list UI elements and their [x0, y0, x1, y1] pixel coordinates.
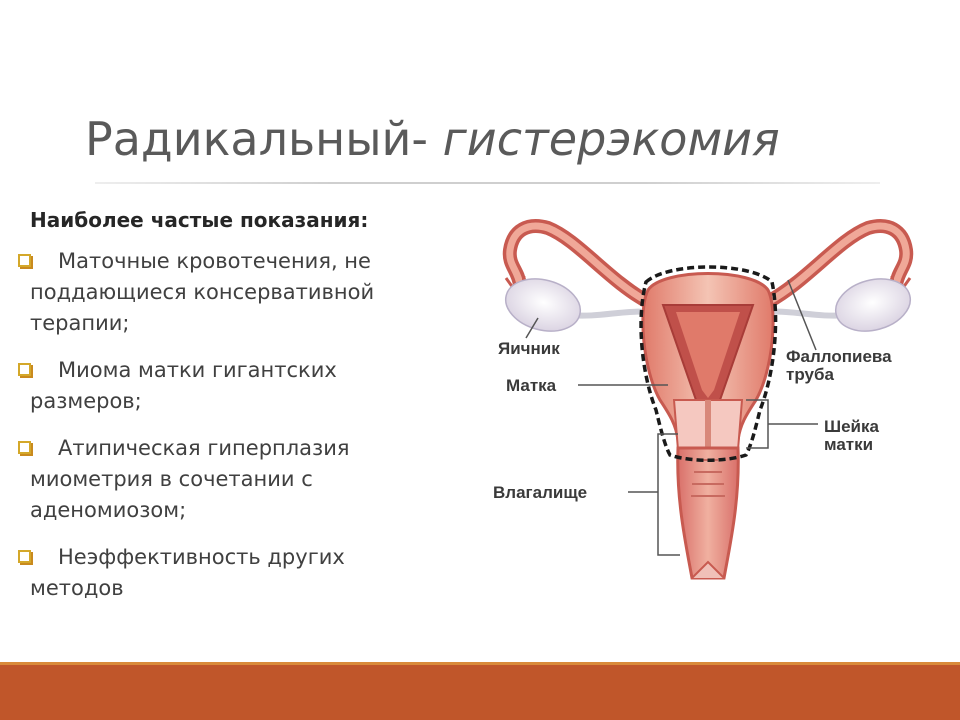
list-item-line1: Маточные кровотечения, не	[58, 249, 371, 273]
title-italic: гистерэкомия	[442, 112, 780, 166]
label-uterus: Матка	[506, 376, 557, 395]
label-ovary: Яичник	[498, 339, 560, 358]
title-normal: Радикальный-	[85, 112, 443, 166]
footer-accent-line	[0, 662, 960, 665]
label-tube-line2: труба	[786, 365, 834, 384]
removal-outline	[639, 265, 778, 462]
checkbox-square-icon	[18, 254, 31, 267]
list-item: Миома матки гигантских размеров;	[18, 355, 468, 417]
list-item-rest: поддающиеся консервативной терапии;	[30, 280, 375, 335]
footer-bar	[0, 665, 960, 720]
label-tube-line1: Фаллопиева	[786, 347, 892, 366]
checkbox-square-icon	[18, 550, 31, 563]
list-item-line1: Атипическая гиперплазия	[58, 436, 350, 460]
label-cervix-line1: Шейка	[824, 417, 879, 436]
ovary-right	[834, 278, 912, 332]
label-vagina: Влагалище	[493, 483, 587, 502]
checkbox-square-icon	[18, 363, 31, 376]
list-item-rest: методов	[30, 576, 124, 600]
label-cervix-line2: матки	[824, 435, 873, 454]
list-item: Маточные кровотечения, не поддающиеся ко…	[18, 246, 468, 339]
slide-title: Радикальный- гистерэкомия	[85, 112, 885, 182]
list-item-rest: размеров;	[30, 389, 142, 413]
checkbox-square-icon	[18, 441, 31, 454]
list-item-line1: Неэффективность других	[58, 545, 345, 569]
list-heading: Наиболее частые показания:	[30, 208, 369, 232]
uterus-anatomy-diagram: Яичник Матка Влагалище Фаллопиева труба …	[493, 219, 914, 580]
list-item: Атипическая гиперплазия миометрия в соче…	[18, 433, 468, 526]
title-underline	[95, 182, 880, 184]
list-item: Неэффективность других методов	[18, 542, 468, 604]
vagina	[676, 446, 740, 580]
indications-list: Наиболее частые показания: Маточные кров…	[18, 200, 468, 620]
ovary-left	[504, 278, 582, 332]
list-item-rest: миометрия в сочетании с аденомиозом;	[30, 467, 313, 522]
list-item-line1: Миома матки гигантских	[58, 358, 337, 382]
